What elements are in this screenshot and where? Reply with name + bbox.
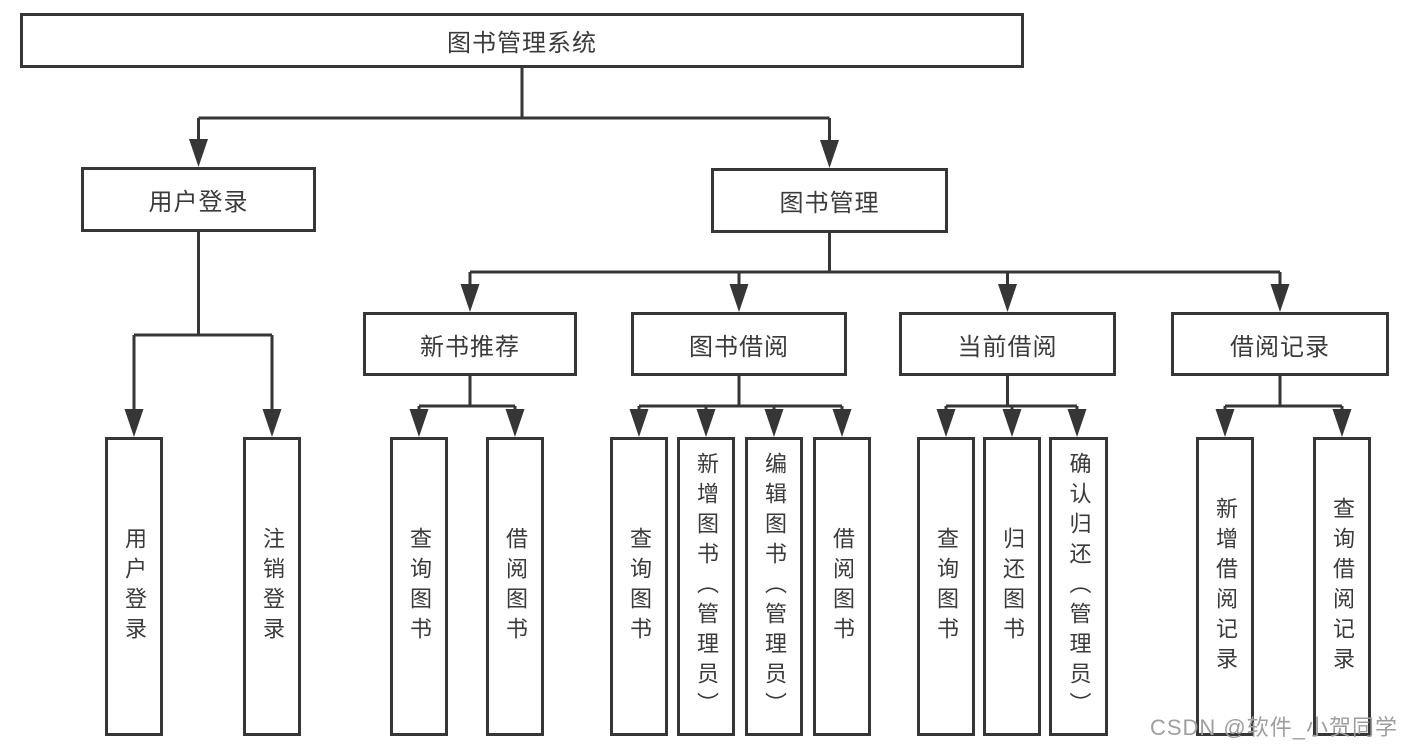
node-book-management: 图书管理 [711, 168, 948, 233]
leaf-add-borrow-record: 新增借阅记录 [1196, 437, 1254, 736]
leaf-add-books-admin: 新增图书（管理员） [677, 437, 735, 736]
leaf-logout: 注销登录 [243, 437, 301, 736]
node-library-system: 图书管理系统 [20, 13, 1024, 68]
node-book-borrowing: 图书借阅 [631, 312, 847, 376]
leaf-query-books-borrowing: 查询图书 [610, 437, 668, 736]
leaf-query-borrow-record: 查询借阅记录 [1313, 437, 1371, 736]
leaf-user-login: 用户登录 [105, 437, 163, 736]
leaf-borrow-books-recommend: 借阅图书 [486, 437, 544, 736]
node-user-login: 用户登录 [81, 167, 316, 232]
leaf-query-books-current: 查询图书 [917, 437, 975, 736]
node-current-borrowing: 当前借阅 [899, 312, 1116, 376]
leaf-edit-books-admin: 编辑图书（管理员） [745, 437, 803, 736]
leaf-return-books: 归还图书 [983, 437, 1041, 736]
watermark: CSDN @软件_小贺同学 [1149, 715, 1398, 740]
node-new-book-recommend: 新书推荐 [363, 312, 577, 376]
node-borrowing-records: 借阅记录 [1171, 312, 1389, 376]
leaf-confirm-return-admin: 确认归还（管理员） [1049, 437, 1108, 736]
leaf-borrow-books-borrowing: 借阅图书 [813, 437, 871, 736]
leaf-query-books-recommend: 查询图书 [390, 437, 448, 736]
